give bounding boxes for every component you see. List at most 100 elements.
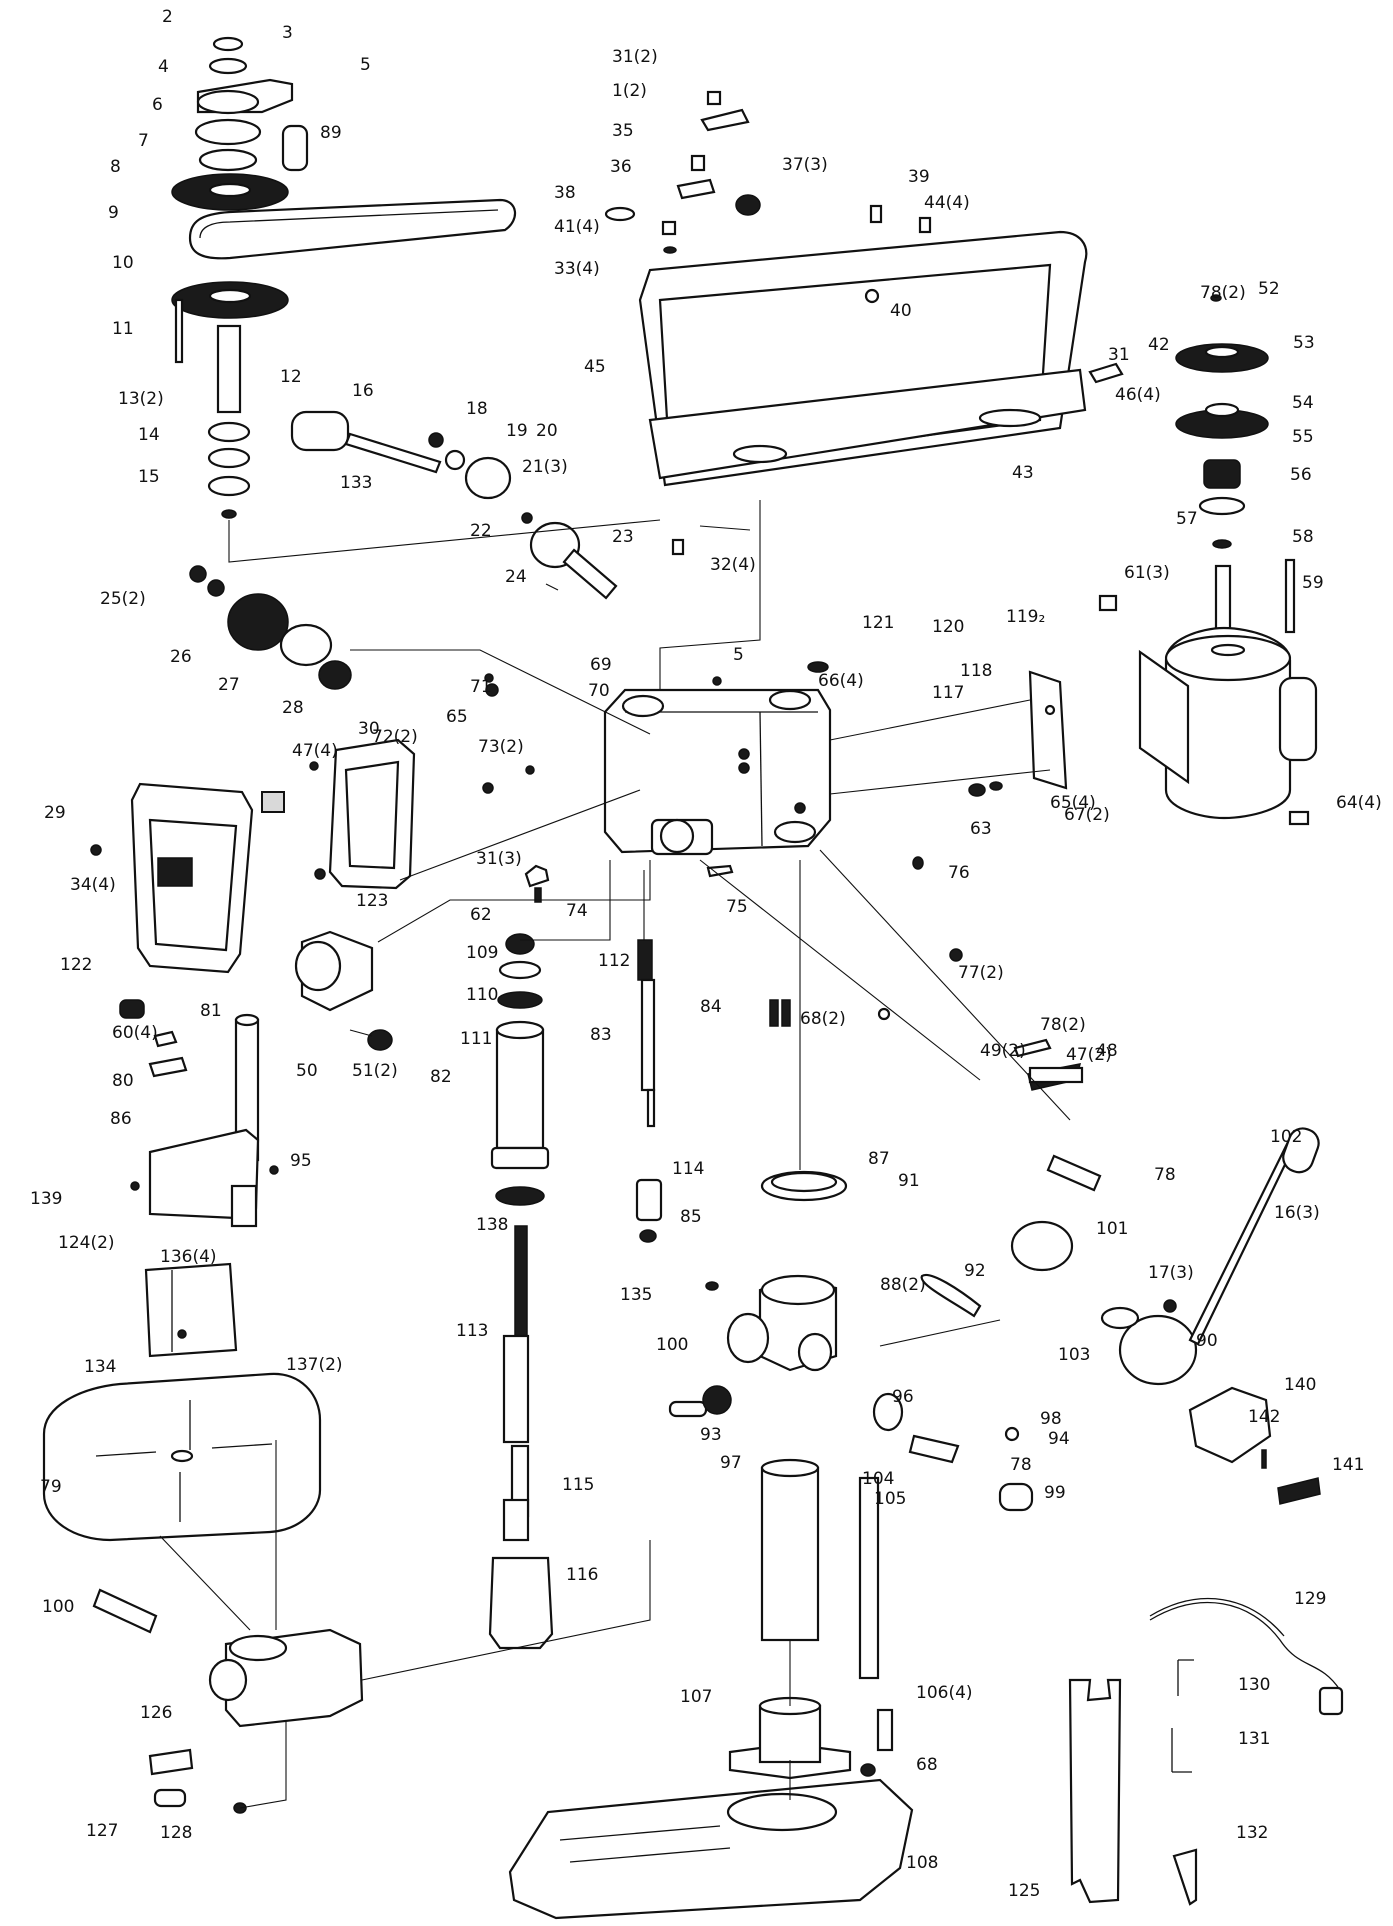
part-callout-50: 55 — [1292, 427, 1314, 447]
part-callout-38: 44(4) — [924, 193, 970, 213]
spindle-pulley-stack — [171, 36, 516, 519]
part-callout-99: 49(2) — [980, 1041, 1026, 1061]
part-callout-53: 58 — [1292, 527, 1314, 547]
part-callout-59: 118 — [960, 661, 992, 681]
part-callout-140: 116 — [566, 1565, 598, 1585]
part-callout-79: 67(2) — [1064, 805, 1110, 825]
part-callout-129: 98 — [1040, 1409, 1062, 1429]
part-callout-95: 77(2) — [958, 963, 1004, 983]
part-callout-40: 45 — [584, 357, 606, 377]
part-callout-69: 47(4) — [292, 741, 338, 761]
part-callout-89: 109 — [466, 943, 498, 963]
part-callout-54: 59 — [1302, 573, 1324, 593]
leader-lines — [159, 500, 1071, 1809]
part-callout-72: 34(4) — [70, 875, 116, 895]
part-callout-41: 43 — [1012, 463, 1034, 483]
switch-box — [90, 738, 416, 1078]
part-callout-138: 104 — [862, 1469, 894, 1489]
part-callout-146: 130 — [1238, 1675, 1270, 1695]
part-callout-100: 48 — [1096, 1041, 1118, 1061]
part-callout-14: 14 — [138, 425, 160, 445]
column-base — [508, 1458, 914, 1920]
part-callout-2: 3 — [282, 23, 293, 43]
part-callout-98: 47(2) — [1066, 1045, 1112, 1065]
part-callout-55: 61(3) — [1124, 563, 1170, 583]
part-callout-97: 78(2) — [1040, 1015, 1086, 1035]
part-callout-32: 36 — [610, 157, 632, 177]
part-callout-3: 4 — [158, 57, 169, 77]
part-callout-73: 122 — [60, 955, 92, 975]
quill-parts — [234, 930, 1084, 1650]
part-callout-78: 76 — [948, 863, 970, 883]
part-callout-153: 125 — [1008, 1881, 1040, 1901]
part-callout-134: 142 — [1248, 1407, 1280, 1427]
part-callout-136: 79 — [40, 1477, 62, 1497]
part-callout-142: 100 — [42, 1597, 74, 1617]
part-callout-85: 81 — [200, 1001, 222, 1021]
part-callout-112: 91 — [898, 1171, 920, 1191]
part-callout-82: 64(4) — [1336, 793, 1382, 813]
part-callout-58: 119₂ — [1006, 607, 1045, 627]
part-callout-37: 39 — [908, 167, 930, 187]
part-callout-105: 124(2) — [58, 1233, 115, 1253]
head-casting — [482, 661, 963, 1027]
part-callout-104: 139 — [30, 1189, 62, 1209]
part-callout-125: 137(2) — [286, 1355, 343, 1375]
part-callout-4: 5 — [360, 55, 371, 75]
part-callout-148: 131 — [1238, 1729, 1270, 1749]
part-callout-20: 20 — [536, 421, 558, 441]
part-callout-106: 136(4) — [160, 1247, 217, 1267]
part-callout-132: 99 — [1044, 1483, 1066, 1503]
part-callout-57: 120 — [932, 617, 964, 637]
part-callout-6: 6 — [152, 95, 163, 115]
part-callout-121: 100 — [656, 1335, 688, 1355]
part-callout-11: 11 — [112, 319, 134, 339]
part-callout-145: 106(4) — [916, 1683, 973, 1703]
part-callout-10: 10 — [112, 253, 134, 273]
part-callout-102: 86 — [110, 1109, 132, 1129]
part-callout-70: 30 — [358, 719, 380, 739]
part-callout-67: 73(2) — [478, 737, 524, 757]
motor — [968, 594, 1318, 826]
part-callout-133: 140 — [1284, 1375, 1316, 1395]
part-callout-33: 37(3) — [782, 155, 828, 175]
part-callout-88: 62 — [470, 905, 492, 925]
part-callout-68: 72(2) — [372, 727, 418, 747]
part-callout-51: 56 — [1290, 465, 1312, 485]
part-callout-48: 46(4) — [1115, 385, 1161, 405]
part-callout-21: 21(3) — [522, 457, 568, 477]
part-callout-77: 75 — [726, 897, 748, 917]
part-callout-28: 28 — [282, 698, 304, 718]
part-callout-36: 33(4) — [554, 259, 600, 279]
part-callout-117: 17(3) — [1148, 1263, 1194, 1283]
part-callout-7: 7 — [138, 131, 149, 151]
part-callout-1: 2 — [162, 7, 173, 27]
accessories — [1068, 1597, 1344, 1906]
motor-pulley-stack — [1175, 294, 1296, 648]
part-callout-152: 132 — [1236, 1823, 1268, 1843]
part-callout-130: 94 — [1048, 1429, 1070, 1449]
part-callout-26: 26 — [170, 647, 192, 667]
table-bracket — [668, 1154, 1102, 1512]
part-callout-119: 88(2) — [880, 1275, 926, 1295]
work-table — [42, 1372, 322, 1542]
part-callout-103: 95 — [290, 1151, 312, 1171]
part-callout-74: 123 — [356, 891, 388, 911]
part-callout-76: 74 — [566, 901, 588, 921]
part-callout-35: 41(4) — [554, 217, 600, 237]
part-callout-22: 22 — [470, 521, 492, 541]
part-callout-107: 138 — [476, 1215, 508, 1235]
part-callout-5: 89 — [320, 123, 342, 143]
part-callout-92: 112 — [598, 951, 630, 971]
part-callout-13: 13(2) — [118, 389, 164, 409]
pinion-assembly — [189, 410, 618, 690]
part-callout-46: 31 — [1108, 345, 1130, 365]
part-callout-147: 68 — [916, 1755, 938, 1775]
part-callout-120: 92 — [964, 1261, 986, 1281]
part-callout-49: 54 — [1292, 393, 1314, 413]
part-callout-75: 31(3) — [476, 849, 522, 869]
part-callout-29: 31(2) — [612, 47, 658, 67]
